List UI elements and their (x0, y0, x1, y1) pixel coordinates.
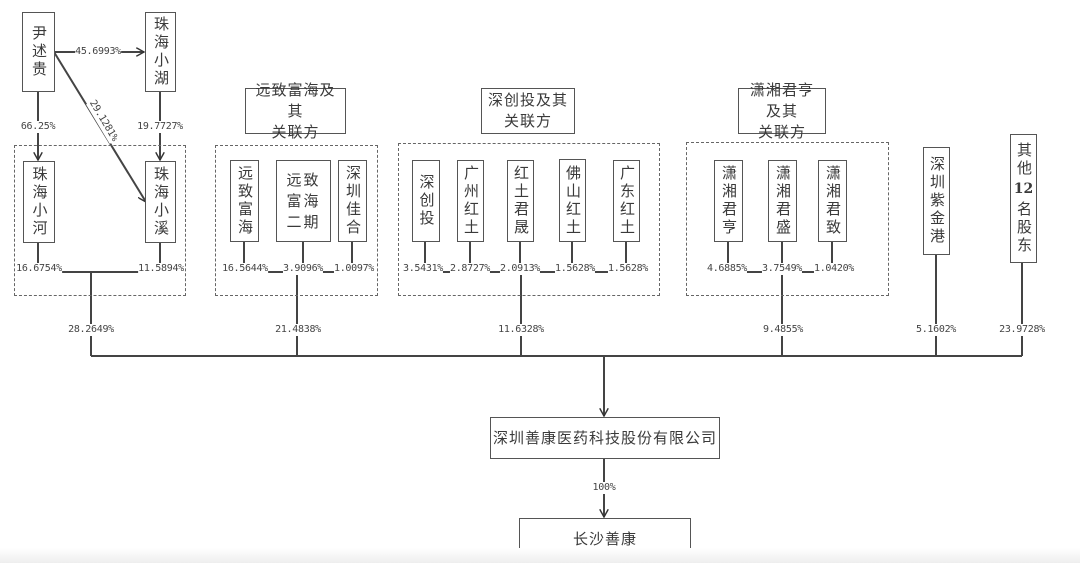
pct-xiaoxiang-junsheng: 3.7549% (761, 263, 803, 275)
bottom-edge-shading (0, 548, 1080, 563)
label-line3: 名股东 (1015, 201, 1033, 255)
group-xiaoxiang-container (686, 142, 889, 296)
label-line2: 12 (1013, 181, 1034, 197)
label: 红土君晟 (512, 165, 530, 237)
label: 潇湘君致 (824, 165, 842, 237)
pct-xiaoxiang-junzhi: 1.0420% (813, 263, 855, 275)
pct-yin-group: 28.2649% (68, 324, 114, 336)
member-hongtu-junsheng: 红土君晟 (507, 160, 534, 242)
label-line1: 潇湘君亨及其 (749, 80, 814, 120)
pct-hongtu-junsheng: 2.0913% (499, 263, 541, 275)
label-row: 二期 (286, 212, 321, 231)
member-xiaoxiang-junzhi: 潇湘君致 (818, 160, 847, 242)
pct-shenchuangtou-group: 11.6328% (498, 324, 544, 336)
company-shenzhen-shankang: 深圳善康医药科技股份有限公司 (490, 417, 720, 459)
group-shenchuangtou-container (398, 143, 660, 296)
label: 潇湘君亨及其关联方 (745, 80, 819, 143)
pct-xiaohe: 16.6754% (16, 263, 62, 275)
pct-shenzhen-jiahe: 1.0097% (333, 263, 375, 275)
label-line1: 深创投及其 (488, 91, 569, 109)
label: 潇湘君亨 (720, 165, 738, 237)
label: 尹述贵 (30, 25, 48, 79)
member-yuanzhi-fuhai: 远致富海 (230, 160, 259, 242)
label-row: 远致 (286, 170, 321, 189)
label: 深圳佳合 (344, 165, 362, 237)
member-guangdong-hongtu: 广东红土 (613, 160, 640, 242)
shareholder-shenzhen-zijingang: 深圳紫金港 (923, 147, 950, 255)
pct-yin-xiaohe: 66.25% (20, 121, 56, 133)
label: 珠海小溪 (152, 166, 170, 238)
label: 佛山红土 (564, 164, 582, 237)
label-line1: 远致富海及其 (255, 80, 336, 120)
member-shenzhen-jiahe: 深圳佳合 (338, 160, 367, 242)
group-title-yuanzhi: 远致富海及其关联方 (245, 81, 346, 141)
pct-shenchuangtou: 3.5431% (402, 263, 444, 275)
shareholder-zhuhai-xiaohu: 珠海小湖 (145, 12, 176, 92)
pct-zijingang: 5.1602% (915, 324, 957, 336)
pct-yuanzhi-fuhai: 16.5644% (222, 263, 268, 275)
label: 广东红土 (618, 165, 636, 237)
shareholder-yin-shugui: 尹述贵 (22, 12, 55, 92)
label: 珠海小河 (30, 166, 49, 238)
pct-subsidiary: 100% (592, 482, 616, 494)
member-yuanzhi-fuhai-2: 远致富海二期 (276, 160, 331, 242)
label-line2: 关联方 (757, 122, 806, 141)
label: 深创投及其关联方 (488, 90, 568, 132)
label-row: 富海 (286, 191, 321, 210)
label-line1: 其他 (1015, 142, 1033, 178)
group-yin-container (14, 145, 186, 296)
pct-xiaoxiang-junheng: 4.6885% (706, 263, 748, 275)
pct-guangzhou-hongtu: 2.8727% (449, 263, 491, 275)
pct-yuanzhi-group: 21.4838% (275, 324, 321, 336)
member-xiaoxiang-junsheng: 潇湘君盛 (768, 160, 797, 242)
shareholder-others: 其他 12 名股东 (1010, 134, 1037, 263)
group-yuanzhi-container (215, 145, 378, 296)
shareholder-zhuhai-xiaoxi: 珠海小溪 (145, 161, 176, 243)
label: 深创投 (417, 174, 436, 228)
pct-others: 23.9728% (999, 324, 1045, 336)
label: 深圳善康医药科技股份有限公司 (492, 428, 717, 447)
label: 长沙善康 (572, 529, 637, 548)
group-title-xiaoxiang: 潇湘君亨及其关联方 (738, 81, 826, 141)
label: 远致富海二期 (286, 170, 320, 233)
member-foshan-hongtu: 佛山红土 (559, 159, 586, 242)
shareholder-zhuhai-xiaohe: 珠海小河 (23, 161, 55, 243)
pct-yin-xiaohu: 45.6993% (75, 46, 121, 58)
label: 远致富海及其关联方 (252, 80, 339, 143)
pct-foshan-hongtu: 1.5628% (554, 263, 596, 275)
label-line2: 关联方 (271, 122, 320, 141)
member-shenchuangtou: 深创投 (412, 160, 440, 242)
label: 深圳紫金港 (928, 156, 946, 246)
group-title-shenchuangtou: 深创投及其关联方 (481, 88, 575, 134)
label-line2: 关联方 (503, 112, 552, 130)
pct-xiaoxiang-group: 9.4855% (762, 324, 804, 336)
member-xiaoxiang-junheng: 潇湘君亨 (714, 160, 743, 242)
label: 广州红土 (462, 165, 480, 237)
member-guangzhou-hongtu: 广州红土 (457, 160, 484, 242)
label: 珠海小湖 (152, 16, 170, 88)
pct-guangdong-hongtu: 1.5628% (607, 263, 649, 275)
label: 远致富海 (236, 165, 254, 237)
pct-xiaoxi: 11.5894% (138, 263, 184, 275)
pct-yuanzhi-fuhai-2: 3.9096% (282, 263, 324, 275)
pct-xiaohu-xiaoxi: 19.7727% (137, 121, 183, 133)
label: 潇湘君盛 (774, 165, 792, 237)
